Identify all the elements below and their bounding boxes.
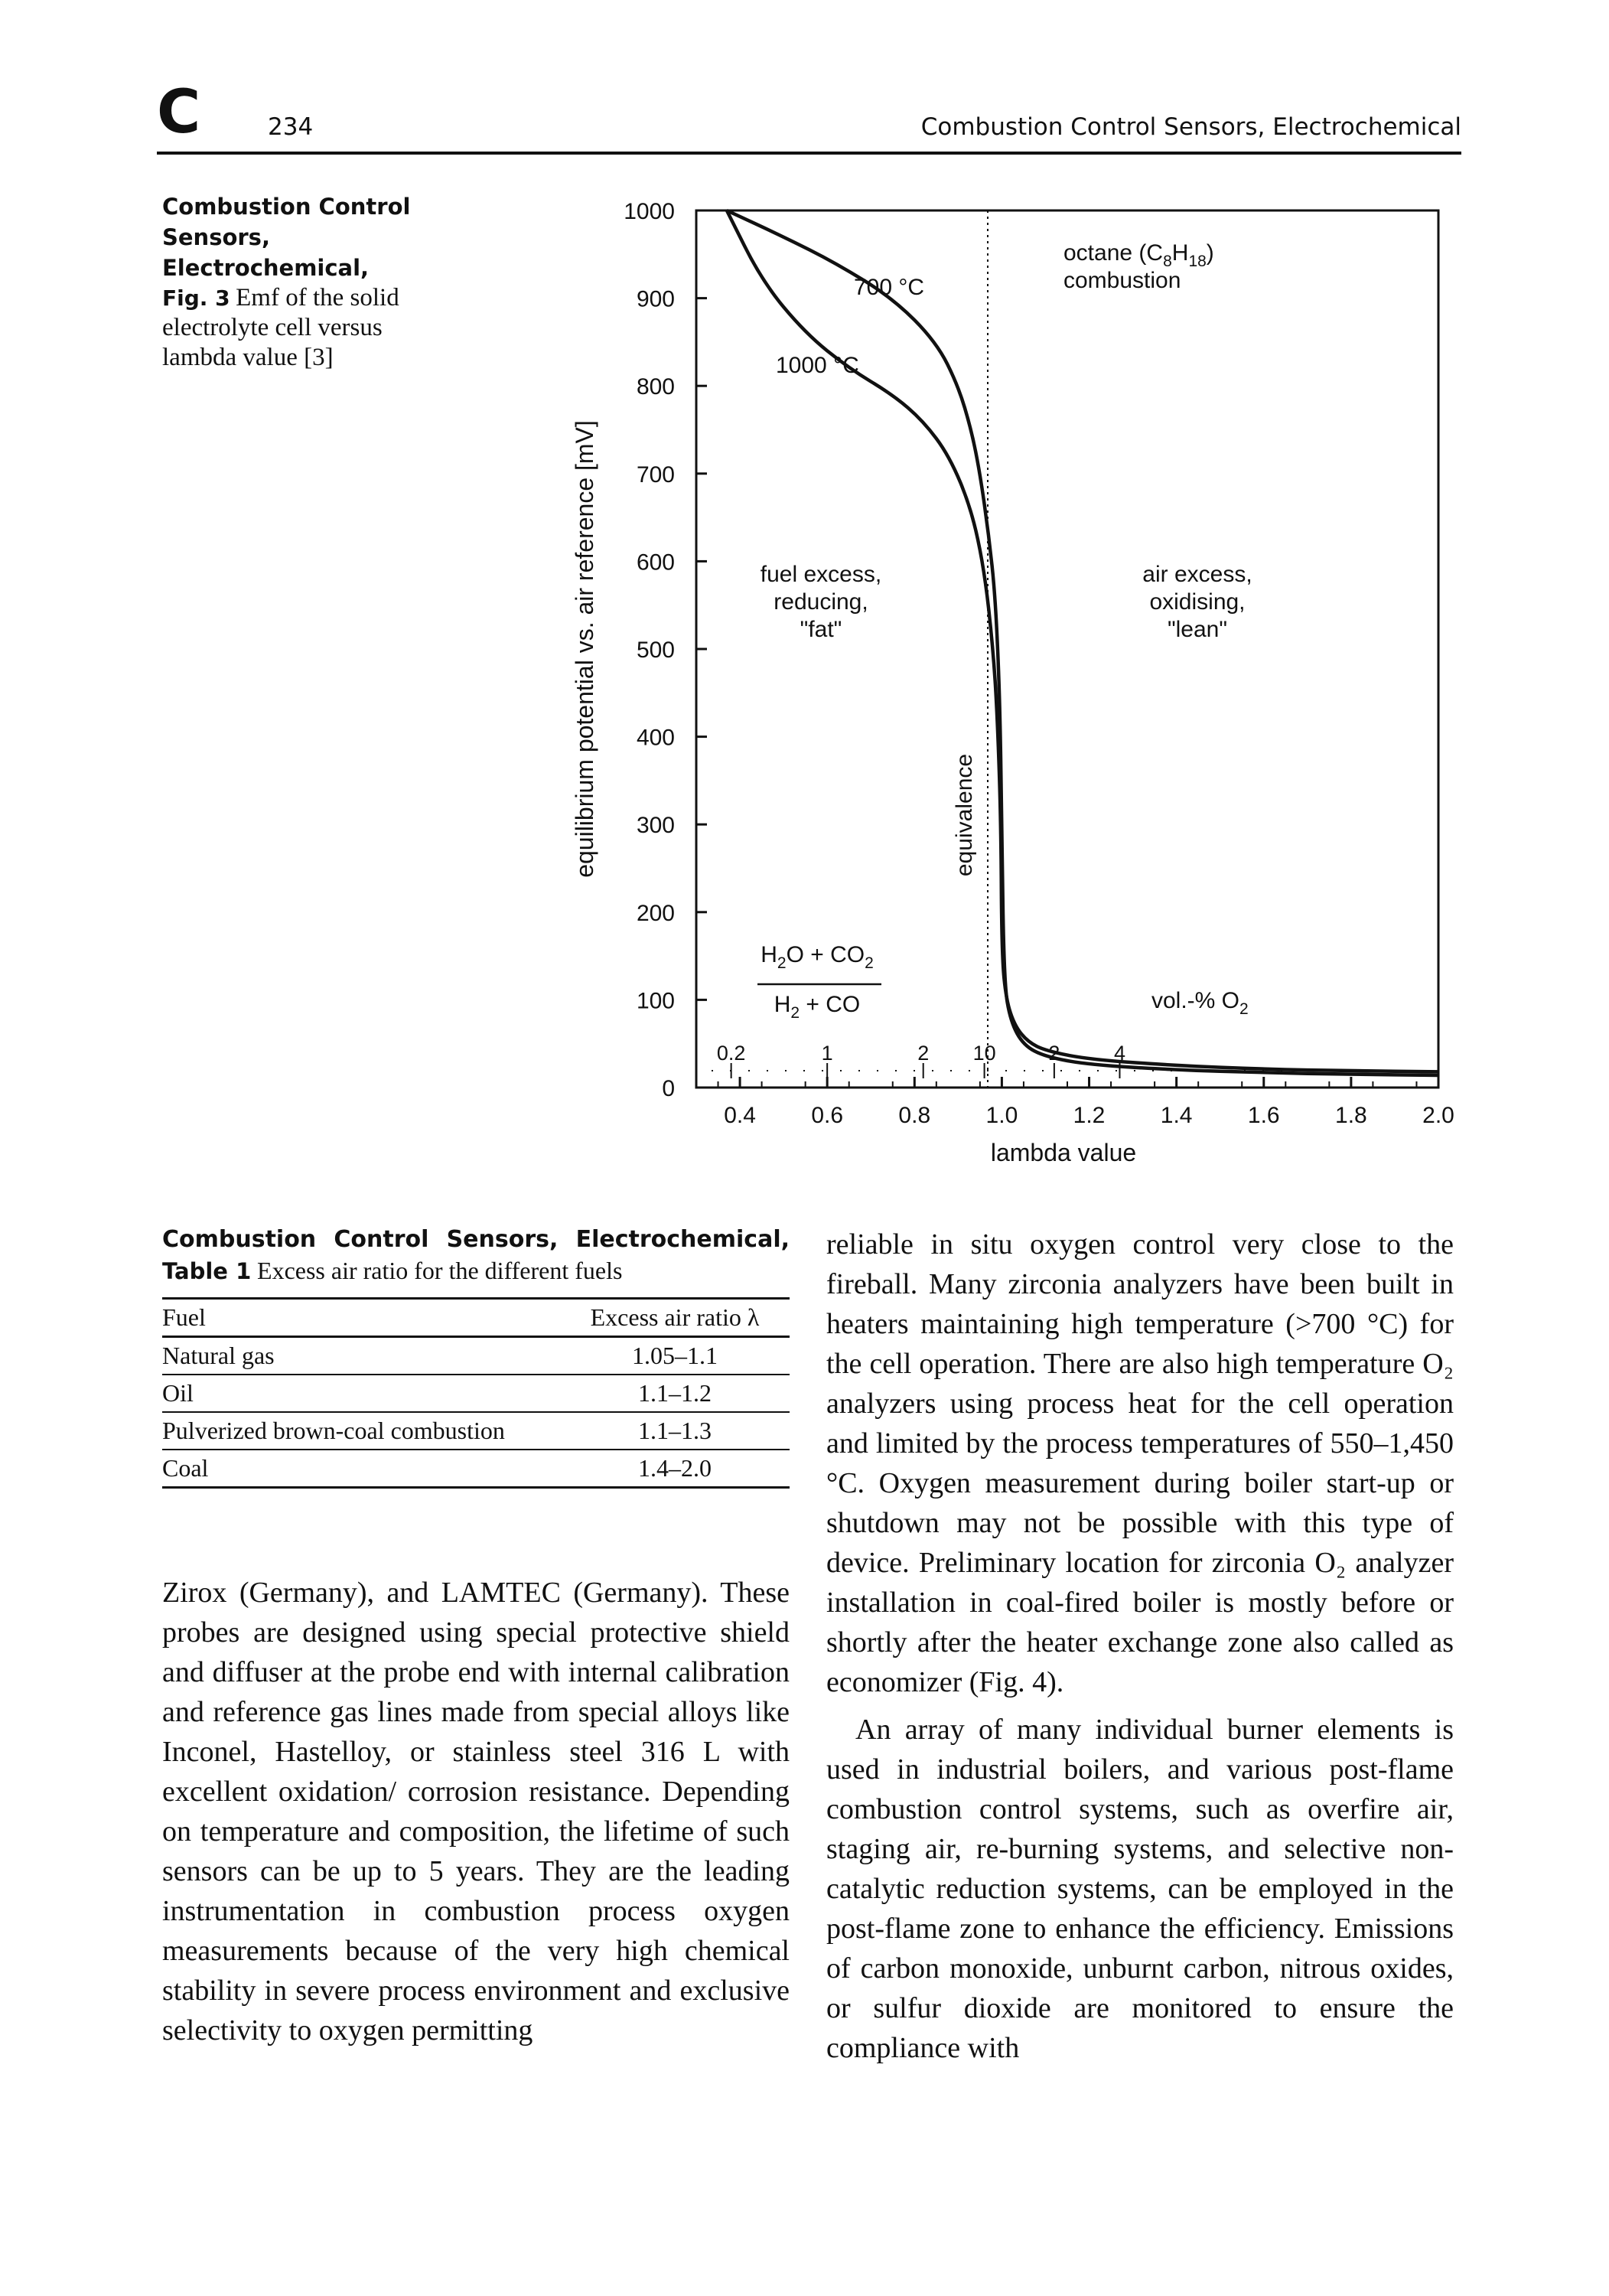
table-header-fuel: Fuel <box>162 1303 206 1331</box>
x-tick-label: 0.8 <box>898 1103 930 1128</box>
body-column-left: Zirox (Germany), and LAMTEC (Germany). T… <box>162 1573 790 2050</box>
y-tick-labels: 0 100 200 300 400 500 600 700 800 900 1000 <box>624 199 675 1101</box>
fuel-reducing-label: reducing, <box>774 589 868 615</box>
air-oxidising-label: oxidising, <box>1149 589 1245 615</box>
y-tick-label: 1000 <box>624 199 675 224</box>
running-title: Combustion Control Sensors, Electrochemi… <box>920 113 1461 141</box>
secondary-tick-label: 10 <box>973 1042 996 1065</box>
table-caption: Combustion Control Sensors, Electrochemi… <box>162 1225 790 1287</box>
x-tick-label: 2.0 <box>1422 1103 1454 1128</box>
body-paragraph: An array of many individual burner eleme… <box>826 1714 1454 2064</box>
body-paragraph: Zirox (Germany), and LAMTEC (Germany). T… <box>162 1577 790 2047</box>
table-caption-title: Combustion Control Sensors, Electrochemi… <box>162 1226 790 1253</box>
octane-label: octane (C8H18) <box>1063 240 1214 270</box>
figure-caption-text: Emf of the solid electrolyte cell versus… <box>162 284 399 371</box>
y-axis-label: equilibrium potential vs. air reference … <box>571 420 598 878</box>
x-axis-label: lambda value <box>991 1139 1136 1166</box>
fuel-table: Fuel Excess air ratio λ Natural gas 1.05… <box>162 1297 790 1489</box>
ratio-denominator: H2 + CO <box>774 992 861 1022</box>
air-lean-label: "lean" <box>1168 617 1227 642</box>
table-row: Oil 1.1–1.2 <box>162 1375 790 1412</box>
vol-o2-label: vol.-% O2 <box>1151 988 1249 1018</box>
running-head: C 234 Combustion Control Sensors, Electr… <box>157 78 1461 159</box>
table-row: Pulverized brown-coal combustion 1.1–1.3 <box>162 1412 790 1450</box>
y-tick-label: 100 <box>637 988 675 1013</box>
y-tick-label: 400 <box>637 726 675 751</box>
ratio-numerator: H2O + CO2 <box>761 942 874 972</box>
table-cell: 1.4–2.0 <box>638 1454 712 1482</box>
y-tick-label: 200 <box>637 901 675 926</box>
secondary-tick-label: 2 <box>917 1042 929 1065</box>
equivalence-label: equivalence <box>952 754 977 876</box>
x-tick-label: 1.6 <box>1248 1103 1280 1128</box>
x-tick-label: 1.2 <box>1073 1103 1106 1128</box>
y-tick-label: 300 <box>637 813 675 838</box>
x-tick-label: 0.4 <box>724 1103 756 1128</box>
figure-caption-title: Combustion Control Sensors, Electrochemi… <box>162 194 411 281</box>
secondary-tick-label: 2 <box>1048 1042 1060 1065</box>
page-number: 234 <box>268 113 314 141</box>
octane-label-line2: combustion <box>1063 268 1181 293</box>
fuel-excess-label: fuel excess, <box>761 562 881 587</box>
fuel-fat-label: "fat" <box>800 617 842 642</box>
y-tick-label: 600 <box>637 550 675 575</box>
table-caption-text: Excess air ratio for the different fuels <box>257 1257 623 1284</box>
x-tick-labels: 0.4 0.6 0.8 1.0 1.2 1.4 1.6 1.8 2.0 <box>724 1103 1454 1128</box>
body-paragraph: reliable in situ oxygen control very clo… <box>826 1228 1454 1698</box>
table-cell: Coal <box>162 1454 209 1482</box>
secondary-tick-label: 4 <box>1114 1042 1125 1065</box>
x-tick-label: 0.6 <box>811 1103 843 1128</box>
x-tick-label: 1.8 <box>1335 1103 1367 1128</box>
table-cell: Pulverized brown-coal combustion <box>162 1417 505 1444</box>
series-layer <box>725 208 1439 1078</box>
x-tick-label: 1.0 <box>986 1103 1018 1128</box>
series-label-1000: 1000 °C <box>776 353 859 378</box>
table-row: Coal 1.4–2.0 <box>162 1450 790 1488</box>
series-line-1000 <box>725 209 1439 1074</box>
y-tick-label: 700 <box>637 462 675 488</box>
table-header-ratio: Excess air ratio λ <box>590 1303 760 1331</box>
secondary-axis: 0.2 1 2 10 2 4 <box>712 1042 1438 1078</box>
table-caption-label: Table 1 <box>162 1258 252 1284</box>
table-block: Combustion Control Sensors, Electrochemi… <box>162 1225 790 1489</box>
y-tick-label: 900 <box>637 287 675 312</box>
y-tick-label: 0 <box>662 1076 675 1101</box>
y-tick-label: 800 <box>637 374 675 400</box>
table-cell: Oil <box>162 1379 194 1407</box>
body-column-right: reliable in situ oxygen control very clo… <box>826 1225 1454 2068</box>
y-tick-label: 500 <box>637 638 675 663</box>
series-line-700 <box>725 208 1439 1078</box>
table-cell: Natural gas <box>162 1342 275 1369</box>
table-header-row: Fuel Excess air ratio λ <box>162 1298 790 1337</box>
air-excess-label: air excess, <box>1142 562 1252 587</box>
section-letter: C <box>157 78 201 147</box>
header-rule <box>157 152 1461 155</box>
table-cell: 1.1–1.2 <box>638 1379 712 1407</box>
figure-caption: Combustion Control Sensors, Electrochemi… <box>162 191 438 373</box>
axis-ticks <box>696 209 1440 1089</box>
table-cell: 1.1–1.3 <box>638 1417 712 1444</box>
secondary-tick-label: 0.2 <box>717 1042 746 1065</box>
table-row: Natural gas 1.05–1.1 <box>162 1337 790 1375</box>
x-tick-label: 1.4 <box>1161 1103 1193 1128</box>
series-label-700: 700 °C <box>854 275 924 300</box>
figure-caption-label: Fig. 3 <box>162 285 230 311</box>
secondary-tick-label: 1 <box>822 1042 833 1065</box>
table-cell: 1.05–1.1 <box>632 1342 718 1369</box>
